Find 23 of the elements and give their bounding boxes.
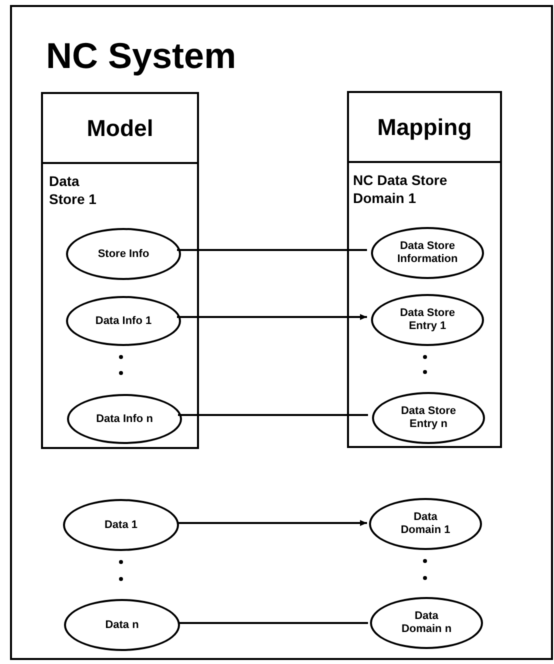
panel-subheading: Data Store 1 xyxy=(49,172,98,208)
panel-heading: Model xyxy=(43,94,197,164)
panel-heading: Mapping xyxy=(349,93,500,163)
panel-subheading: NC Data Store Domain 1 xyxy=(353,171,448,207)
panel-box xyxy=(347,91,502,448)
connector-line xyxy=(177,249,367,251)
ellipse-node: Data Domain n xyxy=(370,597,483,649)
panel-box xyxy=(41,92,199,449)
ellipse-node: Store Info xyxy=(66,228,181,280)
arrow xyxy=(177,314,367,320)
ellipse-node: Data Info n xyxy=(67,394,182,444)
ellipse-node: Data Domain 1 xyxy=(369,498,482,550)
ellipse-node: Data n xyxy=(64,599,180,651)
arrow xyxy=(177,520,367,526)
connector-line xyxy=(178,622,368,624)
ellipse-node: Data Store Information xyxy=(371,227,484,279)
connector-line xyxy=(178,414,368,416)
system-frame xyxy=(10,5,553,660)
ellipse-node: Data Store Entry 1 xyxy=(371,294,484,346)
ellipse-node: Data Store Entry n xyxy=(372,392,485,444)
frame-heading: NC System xyxy=(46,35,236,77)
ellipse-node: Data 1 xyxy=(63,499,179,551)
ellipse-node: Data Info 1 xyxy=(66,296,181,346)
